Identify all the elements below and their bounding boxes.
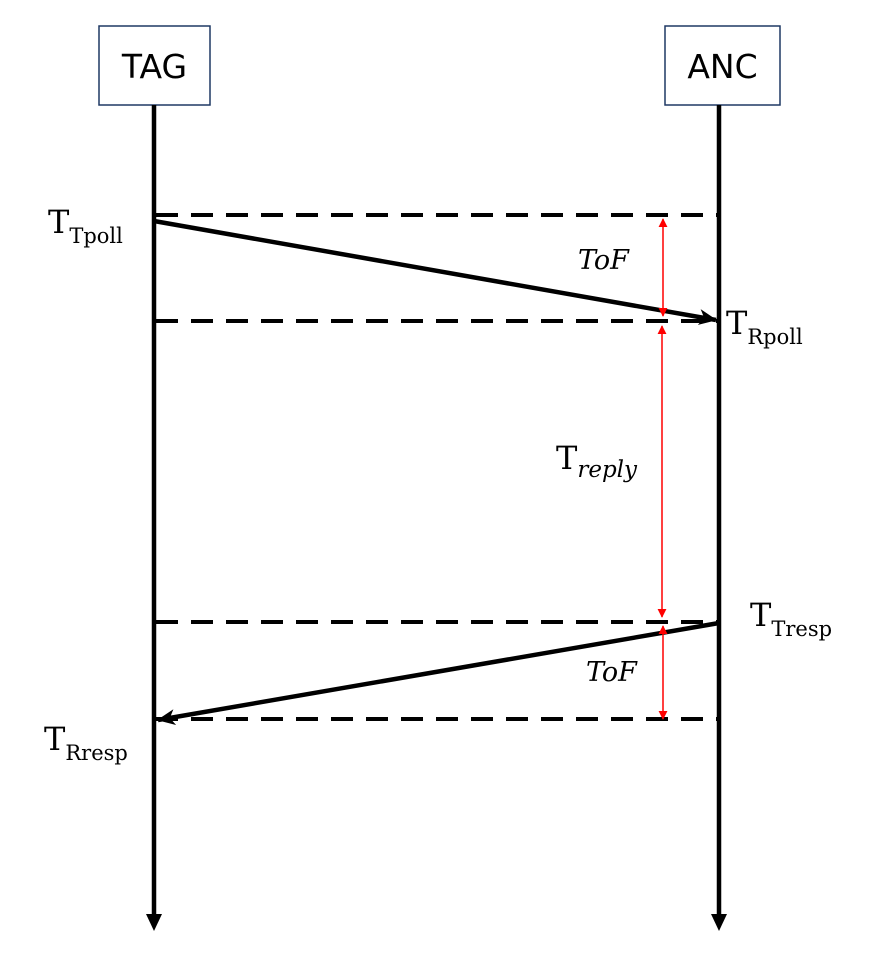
poll-message-arrow — [153, 218, 717, 325]
anc-participant-box: ANC — [664, 25, 781, 106]
resp-message-arrow — [157, 620, 720, 725]
tag-participant-box: TAG — [98, 25, 211, 106]
tag-label: TAG — [121, 47, 187, 86]
timestamp-t-rpoll: TRpoll — [726, 304, 803, 349]
tag-lifeline-arrowhead — [146, 914, 162, 931]
timestamp-t-tresp: TTresp — [750, 596, 832, 641]
anc-label: ANC — [687, 47, 757, 86]
timestamp-t-tpoll: TTpoll — [48, 203, 123, 248]
treply-label: Treply — [556, 439, 638, 483]
anc-lifeline-arrowhead — [711, 914, 727, 931]
timestamp-t-rresp: TRresp — [44, 720, 128, 765]
tof-label-1: ToF — [578, 245, 630, 276]
tof-label-2: ToF — [586, 657, 638, 688]
